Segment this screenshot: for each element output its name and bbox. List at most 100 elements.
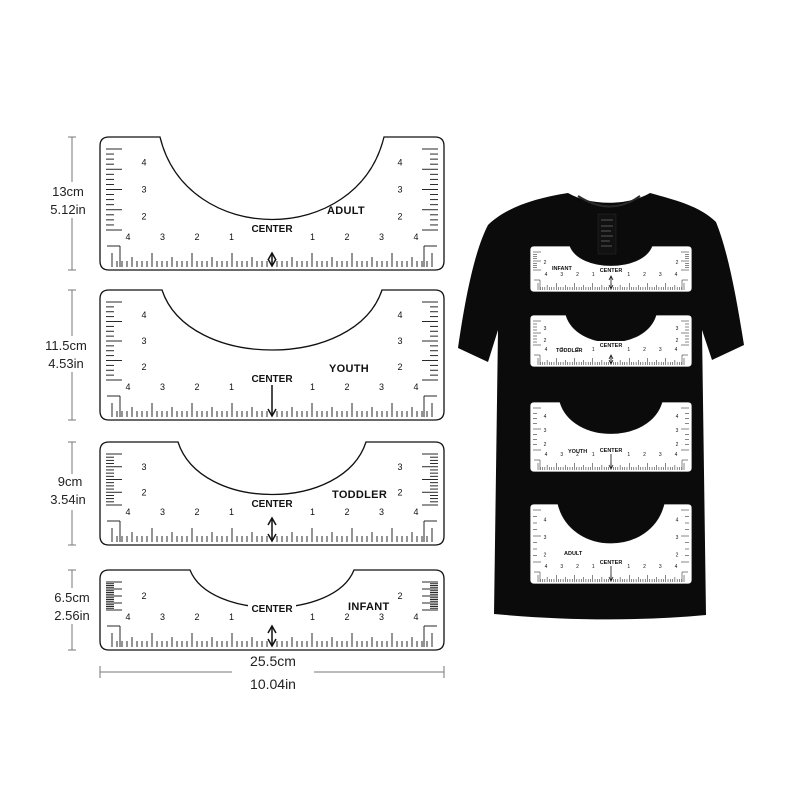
side-number: 4: [676, 414, 679, 420]
height-dimension-youth: 11.5cm 4.53in: [34, 289, 98, 421]
ruler-outline: [529, 401, 693, 473]
scale-number: 2: [643, 347, 646, 353]
scale-number: 1: [229, 507, 234, 517]
center-arrow-head: [267, 258, 277, 268]
scale-number: 4: [675, 272, 678, 278]
scale-number: 2: [643, 452, 646, 458]
scale-number: 1: [627, 564, 630, 570]
scale-number: 1: [592, 347, 595, 353]
scale-number: 1: [229, 232, 234, 242]
infant-height-in: 2.56in: [54, 608, 89, 623]
scale-number: 3: [160, 382, 165, 392]
side-number: 3: [141, 462, 146, 472]
scale-number: 1: [627, 452, 630, 458]
ruler-outline: [99, 441, 445, 546]
center-arrow-head: [608, 464, 614, 470]
width-in: 10.04in: [250, 676, 296, 692]
center-arrow-head: [267, 516, 277, 526]
scale-number: 2: [576, 347, 579, 353]
scale-number: 4: [545, 347, 548, 353]
size-label: INFANT: [348, 601, 390, 613]
ruler-outline: [529, 503, 693, 585]
side-number: 3: [676, 326, 679, 332]
side-number: 3: [397, 336, 402, 346]
side-number: 3: [676, 535, 679, 541]
scale-number: 2: [344, 232, 349, 242]
scale-number: 4: [675, 347, 678, 353]
scale-number: 1: [592, 452, 595, 458]
side-number: 2: [676, 338, 679, 344]
side-number: 2: [676, 260, 679, 266]
scale-number: 3: [560, 452, 563, 458]
side-number: 2: [397, 487, 402, 497]
adult-height-cm: 13cm: [52, 184, 84, 199]
ruler-outline: [99, 136, 445, 271]
scale-number: 2: [194, 382, 199, 392]
scale-number: 2: [576, 272, 579, 278]
scale-number: 3: [659, 272, 662, 278]
height-dimension-toddler: 9cm 3.54in: [40, 441, 98, 546]
side-number: 2: [397, 591, 402, 601]
side-number: 4: [397, 158, 402, 168]
side-number: 4: [141, 310, 146, 320]
ruler-outline: [529, 314, 693, 368]
center-arrow-head: [267, 251, 277, 261]
center-arrow-head: [608, 275, 614, 281]
side-number: 4: [397, 310, 402, 320]
center-label: CENTER: [600, 560, 623, 566]
center-arrow-head: [267, 624, 277, 634]
scale-number: 1: [627, 347, 630, 353]
side-number: 2: [397, 212, 402, 222]
infant-height-cm: 6.5cm: [54, 590, 89, 605]
side-number: 2: [544, 552, 547, 558]
side-number: 3: [676, 428, 679, 434]
scale-number: 1: [229, 382, 234, 392]
scale-number: 1: [310, 232, 315, 242]
size-label: TODDLER: [556, 348, 583, 354]
scale-number: 4: [125, 507, 130, 517]
scale-number: 3: [659, 347, 662, 353]
scale-number: 2: [194, 507, 199, 517]
size-label: ADULT: [564, 551, 583, 557]
toddler-height-in: 3.54in: [50, 492, 85, 507]
center-label: CENTER: [251, 499, 293, 510]
side-number: 3: [141, 185, 146, 195]
scale-number: 4: [125, 382, 130, 392]
scale-number: 4: [125, 232, 130, 242]
scale-number: 4: [413, 382, 418, 392]
height-dimension-infant: 6.5cm 2.56in: [40, 569, 98, 651]
scale-number: 3: [379, 612, 384, 622]
center-arrow-head: [267, 533, 277, 543]
scale-number: 4: [413, 612, 418, 622]
side-number: 3: [397, 462, 402, 472]
adult-height-in: 5.12in: [50, 202, 85, 217]
scale-number: 4: [545, 564, 548, 570]
scale-number: 1: [310, 507, 315, 517]
side-number: 4: [676, 518, 679, 524]
scale-number: 4: [545, 272, 548, 278]
shirt-label-tag: [597, 213, 617, 255]
scale-number: 3: [659, 564, 662, 570]
center-arrow-head: [608, 284, 614, 290]
side-number: 2: [544, 442, 547, 448]
scale-number: 3: [160, 612, 165, 622]
scale-number: 3: [560, 347, 563, 353]
side-number: 2: [544, 338, 547, 344]
side-number: 2: [141, 591, 146, 601]
scale-number: 2: [194, 232, 199, 242]
side-number: 4: [141, 158, 146, 168]
width-cm: 25.5cm: [250, 653, 296, 669]
youth-height-cm: 11.5cm: [45, 338, 87, 353]
side-number: 4: [544, 518, 547, 524]
scale-number: 3: [160, 507, 165, 517]
scale-number: 4: [413, 507, 418, 517]
